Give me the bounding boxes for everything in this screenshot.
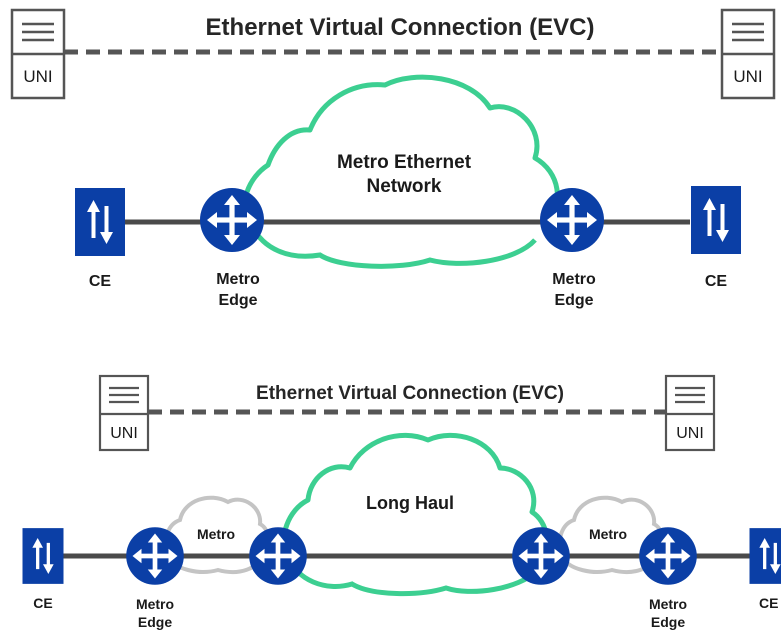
bottom-evc-title: Ethernet Virtual Connection (EVC) bbox=[256, 383, 564, 404]
router-icon bbox=[540, 188, 604, 252]
ce-switch-icon bbox=[75, 188, 125, 256]
bottom-ce-left-label: CE bbox=[33, 595, 52, 611]
router-icon bbox=[249, 527, 307, 585]
ce-switch-icon bbox=[691, 186, 741, 254]
bottom-cloud-metro-right-label: Metro bbox=[589, 526, 627, 542]
bottom-ce-right bbox=[749, 528, 781, 584]
top-diagram: Ethernet Virtual Connection (EVC) UNI UN… bbox=[10, 8, 776, 309]
bottom-edge-left-line1: Metro bbox=[136, 596, 174, 612]
top-cloud-label-line1: Metro Ethernet bbox=[337, 152, 472, 173]
top-ce-left-label: CE bbox=[89, 273, 112, 290]
ce-switch-icon bbox=[749, 528, 781, 584]
top-edge-left-line2: Edge bbox=[218, 292, 257, 309]
bottom-uni-left: UNI bbox=[98, 374, 150, 452]
bottom-ce-left bbox=[22, 528, 64, 584]
top-uni-right: UNI bbox=[720, 8, 776, 100]
router-icon bbox=[512, 527, 570, 585]
bottom-ce-right-label: CE bbox=[759, 595, 778, 611]
top-edge-right-line2: Edge bbox=[554, 292, 593, 309]
bottom-router-left-edge bbox=[126, 527, 184, 585]
bottom-cloud-metro-left-label: Metro bbox=[197, 526, 235, 542]
bottom-uni-right: UNI bbox=[664, 374, 716, 452]
top-evc-title: Ethernet Virtual Connection (EVC) bbox=[206, 14, 595, 41]
bottom-diagram: Ethernet Virtual Connection (EVC) UNI UN… bbox=[22, 374, 781, 630]
bottom-longhaul-cloud-bottom bbox=[285, 555, 540, 597]
bottom-router-right-core bbox=[512, 527, 570, 585]
bottom-longhaul-cloud-icon bbox=[281, 432, 549, 559]
top-metro-cloud-bottom bbox=[247, 220, 537, 269]
bottom-edge-right-line2: Edge bbox=[651, 614, 685, 630]
top-edge-left-line1: Metro bbox=[216, 271, 260, 288]
top-uni-left: UNI bbox=[10, 8, 66, 100]
router-icon bbox=[200, 188, 264, 252]
bottom-router-left-core bbox=[249, 527, 307, 585]
ce-switch-icon bbox=[22, 528, 64, 584]
bottom-router-right-edge bbox=[639, 527, 697, 585]
bottom-edge-right-line1: Metro bbox=[649, 596, 687, 612]
router-icon bbox=[126, 527, 184, 585]
router-icon bbox=[639, 527, 697, 585]
top-edge-right-line1: Metro bbox=[552, 271, 596, 288]
top-cloud-label-line2: Network bbox=[367, 176, 442, 197]
bottom-edge-left-line2: Edge bbox=[138, 614, 172, 630]
top-metro-cloud-icon bbox=[242, 74, 560, 224]
top-uni-right-label: UNI bbox=[733, 67, 762, 86]
bottom-uni-left-label: UNI bbox=[110, 425, 138, 442]
bottom-uni-right-label: UNI bbox=[676, 425, 704, 442]
bottom-longhaul-label: Long Haul bbox=[366, 493, 454, 513]
top-ce-right-label: CE bbox=[705, 273, 728, 290]
top-uni-left-label: UNI bbox=[23, 67, 52, 86]
